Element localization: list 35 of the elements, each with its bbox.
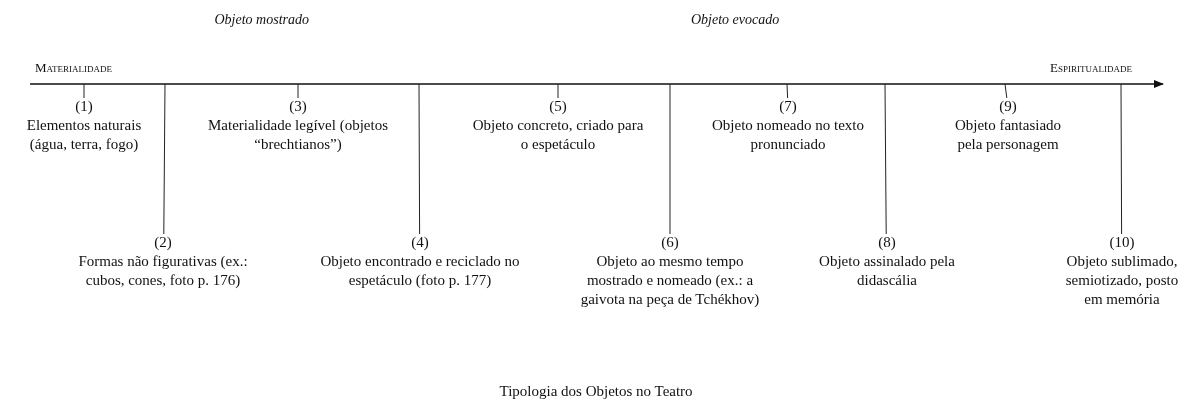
description-text: Objeto nomeado no texto pronunciado xyxy=(710,116,866,154)
scale-end-label: Espiritualidade xyxy=(1050,60,1132,76)
group-heading: Objeto evocado xyxy=(691,12,780,28)
description-text: Formas não figurativas (ex.: cubos, cones, foto p. 176) xyxy=(77,252,249,290)
description-text: Elementos naturais (água, terra, fogo) xyxy=(25,116,143,154)
leader-line xyxy=(557,83,559,99)
description-text: Objeto assinalado pela didascália xyxy=(818,252,956,290)
group-heading: Objeto mostrado xyxy=(214,12,309,28)
leader-line xyxy=(83,83,85,99)
leader-line xyxy=(1004,83,1008,99)
leader-line xyxy=(669,83,671,235)
leader-line xyxy=(786,83,789,99)
scale-end-label: Materialidade xyxy=(35,60,113,76)
callout-number: (10) xyxy=(1108,233,1136,252)
leader-line xyxy=(163,83,166,235)
callout-number: (1) xyxy=(74,97,94,116)
leader-line xyxy=(418,83,421,235)
callout-number: (3) xyxy=(288,97,308,116)
description-text: Objeto ao mesmo tempo mostrado e nomeado (ex.: a gaivota na peça de Tchékhov) xyxy=(579,252,761,309)
callout-number: (2) xyxy=(153,233,173,252)
description-text: Objeto fantasiado pela personagem xyxy=(953,116,1063,154)
leader-line xyxy=(297,83,299,99)
leader-line xyxy=(884,83,887,235)
description-text: Objeto encontrado e reciclado no espetáculo (foto p. 177) xyxy=(319,252,521,290)
description-text: Objeto concreto, criado para o espetáculo xyxy=(471,116,645,154)
leader-line xyxy=(1120,83,1123,235)
caption: Tipologia dos Objetos no Teatro xyxy=(499,383,693,400)
callout-number: (7) xyxy=(778,97,798,116)
callout-number: (5) xyxy=(548,97,568,116)
description-text: Objeto sublimado, semiotizado, posto em memória xyxy=(1064,252,1180,309)
description-text: Materialidade legível (objetos “brechtianos”) xyxy=(207,116,389,154)
callout-number: (9) xyxy=(998,97,1018,116)
callout-number: (8) xyxy=(877,233,897,252)
callout-number: (6) xyxy=(660,233,680,252)
callout-number: (4) xyxy=(410,233,430,252)
